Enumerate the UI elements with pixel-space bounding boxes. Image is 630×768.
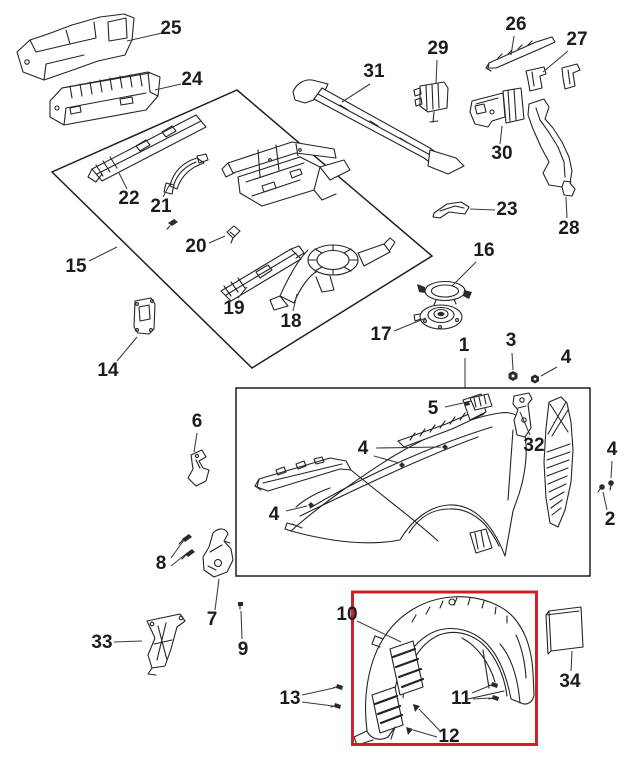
callout-22[interactable]: 22 — [118, 188, 140, 209]
highlight-box — [351, 590, 538, 746]
part-14-plate — [133, 297, 156, 335]
callout-8[interactable]: 8 — [155, 553, 167, 574]
callout-25[interactable]: 25 — [160, 18, 182, 39]
callout-11[interactable]: 11 — [450, 688, 472, 709]
callout-28[interactable]: 28 — [558, 218, 580, 239]
part-9-screw — [238, 602, 243, 610]
central-rail-assembly — [221, 141, 351, 207]
fastener-2-bolt — [597, 484, 605, 493]
callout-2[interactable]: 2 — [604, 509, 616, 530]
pillar-applique — [543, 396, 574, 528]
part-23-scoop — [432, 201, 470, 219]
part-6-bracket — [187, 449, 210, 487]
callout-31[interactable]: 31 — [363, 61, 385, 82]
part-22-rail — [87, 114, 207, 183]
callout-7[interactable]: 7 — [206, 609, 218, 630]
callout-16[interactable]: 16 — [473, 240, 495, 261]
leader-lines — [88, 32, 613, 738]
callout-27[interactable]: 27 — [566, 29, 588, 50]
part-8-screws — [178, 534, 195, 560]
callout-34[interactable]: 34 — [559, 671, 581, 692]
callout-13[interactable]: 13 — [279, 688, 301, 709]
part-30-bracket — [469, 87, 525, 128]
callout-18[interactable]: 18 — [280, 311, 302, 332]
callout-10[interactable]: 10 — [336, 604, 358, 625]
part-18-wheelhouse — [269, 237, 396, 311]
callout-6[interactable]: 6 — [191, 411, 203, 432]
assembly-box-15 — [50, 89, 434, 369]
callout-1[interactable]: 1 — [458, 335, 470, 356]
callout-15[interactable]: 15 — [65, 256, 87, 277]
callout-4[interactable]: 4 — [606, 439, 618, 460]
part-17-mount — [413, 304, 463, 330]
part-10-wheel-liner — [353, 596, 535, 746]
callout-20[interactable]: 20 — [185, 236, 207, 257]
callout-14[interactable]: 14 — [97, 360, 119, 381]
part-26-rail — [485, 36, 556, 72]
part-21-bracket — [163, 153, 209, 230]
part-33-bracket — [146, 613, 186, 676]
callout-4[interactable]: 4 — [357, 438, 369, 459]
fastener-3-nut — [508, 371, 518, 381]
callout-3[interactable]: 3 — [505, 330, 517, 351]
fastener-4-nut — [531, 374, 539, 384]
part-29-bracket — [413, 81, 449, 123]
fender-molding — [254, 456, 439, 542]
part-34-panel — [545, 606, 584, 655]
part-32-bracket — [512, 392, 533, 438]
callout-26[interactable]: 26 — [505, 14, 527, 35]
callout-29[interactable]: 29 — [427, 38, 449, 59]
part-31-cowl — [292, 79, 465, 175]
callout-23[interactable]: 23 — [496, 199, 518, 220]
assembly-box-1 — [235, 387, 591, 577]
callout-17[interactable]: 17 — [370, 324, 392, 345]
fastener-4-bolt-right — [608, 480, 614, 491]
part-11-screws — [487, 682, 499, 701]
callout-4[interactable]: 4 — [268, 504, 280, 525]
callout-19[interactable]: 19 — [223, 298, 245, 319]
callout-21[interactable]: 21 — [150, 196, 172, 217]
part-25-bracket — [16, 13, 135, 81]
part-13-screws — [330, 684, 343, 709]
callout-9[interactable]: 9 — [237, 639, 249, 660]
part-24-crossmember — [49, 71, 161, 126]
part-16-ring — [417, 280, 472, 306]
part-7-bracket — [202, 528, 234, 578]
part-20-clip — [226, 225, 241, 244]
callout-30[interactable]: 30 — [491, 143, 513, 164]
part-5-bolt — [464, 393, 493, 411]
callout-33[interactable]: 33 — [91, 632, 113, 653]
callout-32[interactable]: 32 — [523, 435, 545, 456]
callout-5[interactable]: 5 — [427, 398, 439, 419]
part-28-panel — [527, 98, 576, 197]
part-1-fender — [284, 412, 527, 557]
callout-4[interactable]: 4 — [560, 347, 572, 368]
part-12-arrows — [406, 704, 420, 735]
callout-24[interactable]: 24 — [181, 69, 203, 90]
callout-12[interactable]: 12 — [438, 726, 460, 747]
part-27-brackets — [525, 63, 581, 92]
